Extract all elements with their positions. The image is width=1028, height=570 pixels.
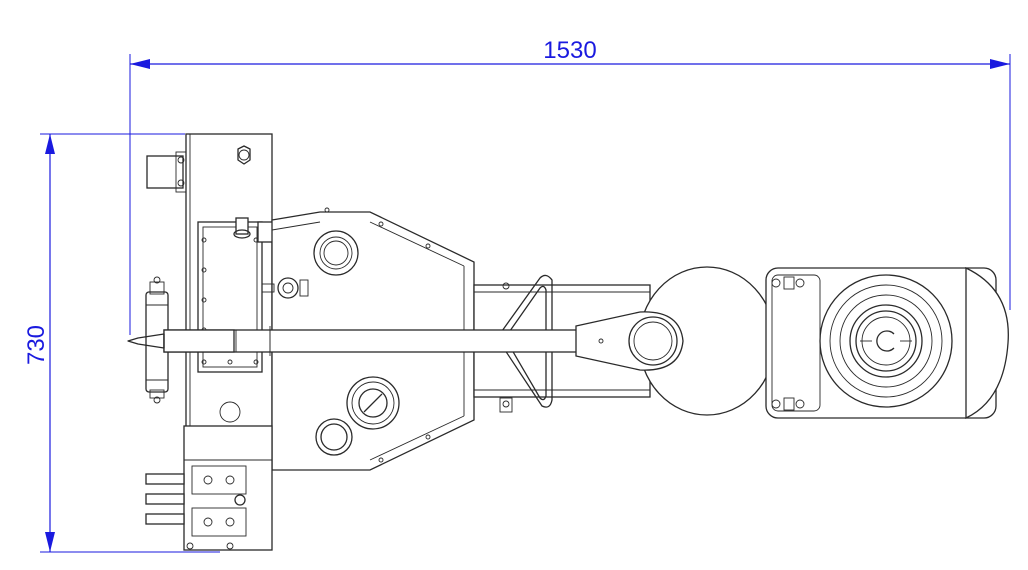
width-arrow-right <box>990 59 1010 69</box>
width-arrow-left <box>130 59 150 69</box>
height-dimension-text: 730 <box>23 325 50 365</box>
width-dimension: 1530 <box>129 37 1011 335</box>
long-bar <box>127 326 595 356</box>
cap <box>315 418 353 456</box>
valve-knob <box>261 277 309 299</box>
height-arrow-bottom <box>45 532 55 552</box>
height-arrow-top <box>45 134 55 154</box>
lower-clamp-box <box>145 425 273 551</box>
gauge <box>313 230 359 276</box>
motor-housing <box>765 266 1009 420</box>
upper-bracket <box>146 151 187 193</box>
width-dimension-text: 1530 <box>543 37 596 64</box>
machine <box>127 133 1009 551</box>
height-dimension: 730 <box>23 133 220 553</box>
arm-link <box>575 311 684 371</box>
rotary-knob <box>346 376 400 430</box>
